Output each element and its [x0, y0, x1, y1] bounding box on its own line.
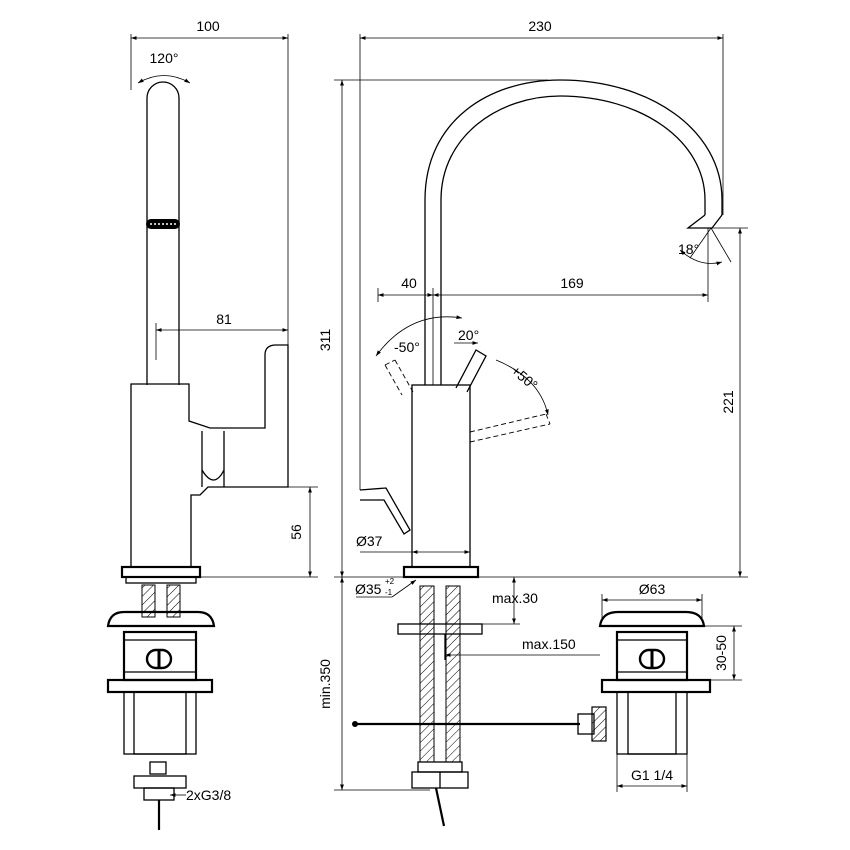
max-thickness-label: max.30 — [492, 590, 538, 606]
lever — [455, 349, 487, 393]
tap-body-side — [130, 344, 289, 568]
waste-detail-slot-icon — [638, 648, 666, 670]
spout-reach-label: 169 — [560, 275, 584, 291]
rotation-arc — [137, 75, 191, 84]
front-view: 230 311 18° 221 40 169 — [317, 18, 748, 827]
hose-left — [419, 585, 435, 763]
side-view: 100 120° 81 56 — [106, 18, 318, 830]
hole-diameter-label: Ø35 — [355, 581, 382, 597]
total-height-label: 311 — [317, 329, 333, 352]
max-rod-label: max.150 — [522, 636, 576, 652]
body-diameter-label: Ø37 — [356, 533, 383, 549]
base-height-label: 56 — [288, 524, 304, 540]
lever-minus-label: -50° — [394, 339, 420, 355]
waste-diameter-label: Ø63 — [639, 581, 666, 597]
rotation-label: 120° — [150, 50, 179, 66]
total-width-label: 230 — [528, 18, 552, 34]
hose-right — [445, 585, 461, 763]
waste-slot-icon — [145, 648, 173, 670]
spout-outer — [424, 79, 723, 385]
spout-tube — [146, 81, 180, 385]
waste-nut — [106, 678, 214, 694]
spout-height-label: 221 — [720, 390, 736, 414]
lever-tilt-label: 20° — [458, 327, 479, 343]
handle-reach-label: 81 — [216, 311, 232, 327]
waste-range-label: 30-50 — [713, 635, 729, 671]
aerator-icon — [146, 219, 180, 229]
outlet-angle-label: 18° — [678, 241, 699, 257]
tap-body-front — [411, 384, 471, 568]
side-width-label: 100 — [196, 18, 220, 34]
waste-flange — [106, 610, 216, 628]
offset-40-label: 40 — [401, 275, 417, 291]
front-base-plate — [402, 565, 480, 579]
lever-range — [375, 315, 551, 443]
connection-label: 2xG3/8 — [186, 787, 231, 803]
waste-thread-label: G1 1/4 — [631, 767, 673, 783]
base-plate — [120, 565, 202, 579]
popup-rod — [359, 487, 411, 535]
hole-tol-plus: +2 — [385, 577, 395, 586]
hole-tol-minus: -1 — [385, 588, 393, 597]
waste-detail: Ø63 30-50 G1 1/4 — [598, 581, 742, 792]
min-hose-label: min.350 — [317, 659, 333, 709]
